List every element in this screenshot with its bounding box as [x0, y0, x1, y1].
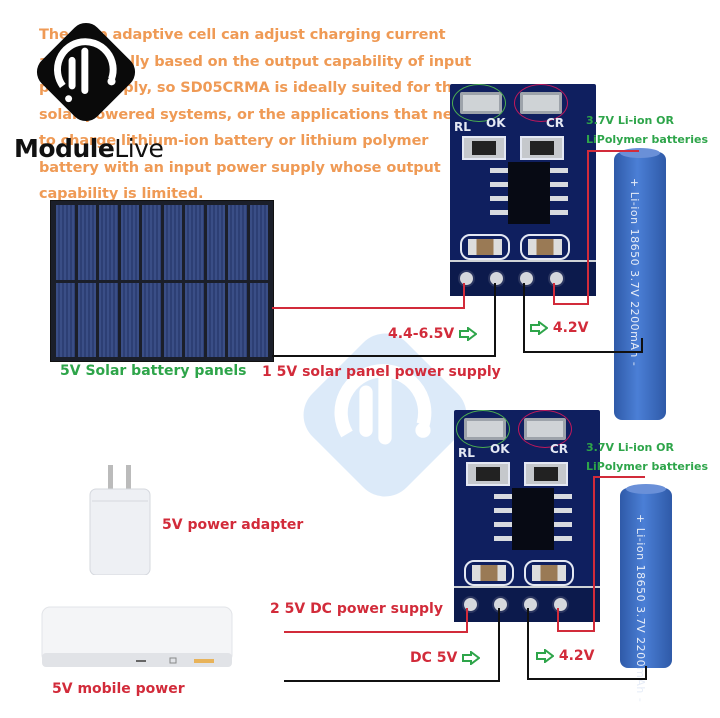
wire-black-battery-v: [645, 666, 647, 680]
solar-panel-image: [50, 200, 274, 362]
wire-red-input-up: [466, 608, 468, 633]
charger-module-board-1: RL OK CR: [450, 84, 596, 296]
brand-light: Live: [114, 134, 164, 163]
input-voltage-label-2: DC 5V: [410, 650, 481, 666]
input-voltage: DC 5V: [410, 650, 458, 666]
wire-red-battery-h: [557, 630, 593, 632]
description-line: solar-powered systems, or the applicatio…: [39, 106, 473, 123]
battery-label-line1: 3.7V Li-ion OR: [586, 441, 674, 454]
mobile-power-bank-image: [41, 606, 233, 667]
brand-name: ModuleLive: [14, 134, 164, 163]
battery-label-line2: LiPolymer batteries: [586, 133, 708, 146]
input-voltage: 4.4-6.5V: [388, 326, 455, 342]
wire-black-input-up: [494, 283, 496, 357]
output-voltage-label-2: 4.2V: [536, 648, 595, 664]
description-line: The chip adaptive cell can adjust chargi…: [39, 27, 446, 43]
resistor-1: [462, 136, 506, 160]
wire-black-input-up: [498, 608, 500, 682]
wire-black-input: [284, 680, 500, 682]
input-voltage-label-1: 4.4-6.5V: [388, 326, 478, 342]
watermark-logo-icon: [303, 333, 467, 497]
arrow-right-icon: [530, 321, 548, 335]
wire-red-input-up: [463, 283, 465, 309]
wire-red-battery: [557, 608, 559, 632]
wire-red-battery-top: [587, 150, 639, 152]
wire-black-battery: [523, 283, 525, 353]
ok-highlight-ring: [452, 84, 506, 122]
ok-highlight-ring: [456, 410, 510, 448]
capacitor-1: [460, 234, 510, 260]
description-line: capability is limited.: [39, 186, 204, 202]
silk-rl: RL: [458, 446, 475, 460]
silk-ok: OK: [490, 442, 510, 456]
power-adapter-label: 5V power adapter: [162, 517, 304, 533]
arrow-right-icon: [536, 649, 554, 663]
modulelive-logo-icon: [36, 22, 136, 122]
pin-header: [450, 260, 596, 296]
dc-supply-label: 2 5V DC power supply: [270, 601, 443, 617]
capacitor-1: [464, 560, 514, 586]
arrow-right-icon: [462, 651, 481, 665]
wire-black-battery-h: [523, 351, 643, 353]
battery-print: + Li-ion 18650 3.7V 2200mAh -: [628, 178, 641, 367]
resistor-2: [524, 462, 568, 486]
wire-red-input: [284, 631, 468, 633]
charger-ic-chip: [512, 488, 554, 550]
mobile-power-label: 5V mobile power: [52, 681, 185, 697]
capacitor-2: [524, 560, 574, 586]
resistor-1: [466, 462, 510, 486]
silk-cr: CR: [550, 442, 569, 456]
wire-red-battery-v: [593, 476, 595, 632]
li-ion-battery-2: + Li-ion 18650 3.7V 2200mAh -: [620, 484, 672, 702]
description-text: The chip adaptive cell can adjust chargi…: [39, 22, 473, 208]
arrow-right-icon: [459, 327, 478, 341]
power-adapter-image: [89, 465, 151, 575]
wire-black-battery: [527, 608, 529, 680]
battery-label-line2: LiPolymer batteries: [586, 460, 708, 473]
battery-print: + Li-ion 18650 3.7V 2200mAh -: [634, 514, 647, 703]
wire-red-battery-top: [593, 476, 645, 478]
silk-rl: RL: [454, 120, 471, 134]
charger-ic-chip: [508, 162, 550, 224]
output-voltage-label-1: 4.2V: [530, 320, 589, 336]
resistor-2: [520, 136, 564, 160]
description-line: to charge lithium-ion battery or lithium…: [39, 133, 429, 149]
cr-highlight-ring: [514, 84, 568, 122]
wire-red-battery-h: [553, 303, 587, 305]
wire-red-input: [272, 307, 465, 309]
description-line: battery with an input power supply whose…: [39, 159, 441, 176]
wire-black-input: [272, 355, 496, 357]
wire-black-battery-v: [641, 338, 643, 353]
battery-label-line1: 3.7V Li-ion OR: [586, 114, 674, 127]
li-ion-battery-1: + Li-ion 18650 3.7V 2200mAh -: [614, 148, 666, 420]
silk-cr: CR: [546, 116, 565, 130]
silk-ok: OK: [486, 116, 506, 130]
cr-highlight-ring: [518, 410, 572, 448]
brand-bold: Module: [14, 134, 115, 163]
wire-black-battery-h: [527, 678, 647, 680]
wire-red-battery-v: [587, 150, 589, 305]
solar-supply-label: 1 5V solar panel power supply: [262, 364, 501, 380]
output-voltage: 4.2V: [558, 648, 595, 664]
description-line: power supply, so SD05CRMA is ideally sui…: [39, 80, 462, 96]
charger-module-board-2: RL OK CR: [454, 410, 600, 622]
description-line: automatically based on the output capabi…: [39, 53, 472, 70]
capacitor-2: [520, 234, 570, 260]
solar-panel-label: 5V Solar battery panels: [60, 363, 247, 379]
output-voltage: 4.2V: [552, 320, 589, 336]
wire-red-battery: [553, 283, 555, 305]
